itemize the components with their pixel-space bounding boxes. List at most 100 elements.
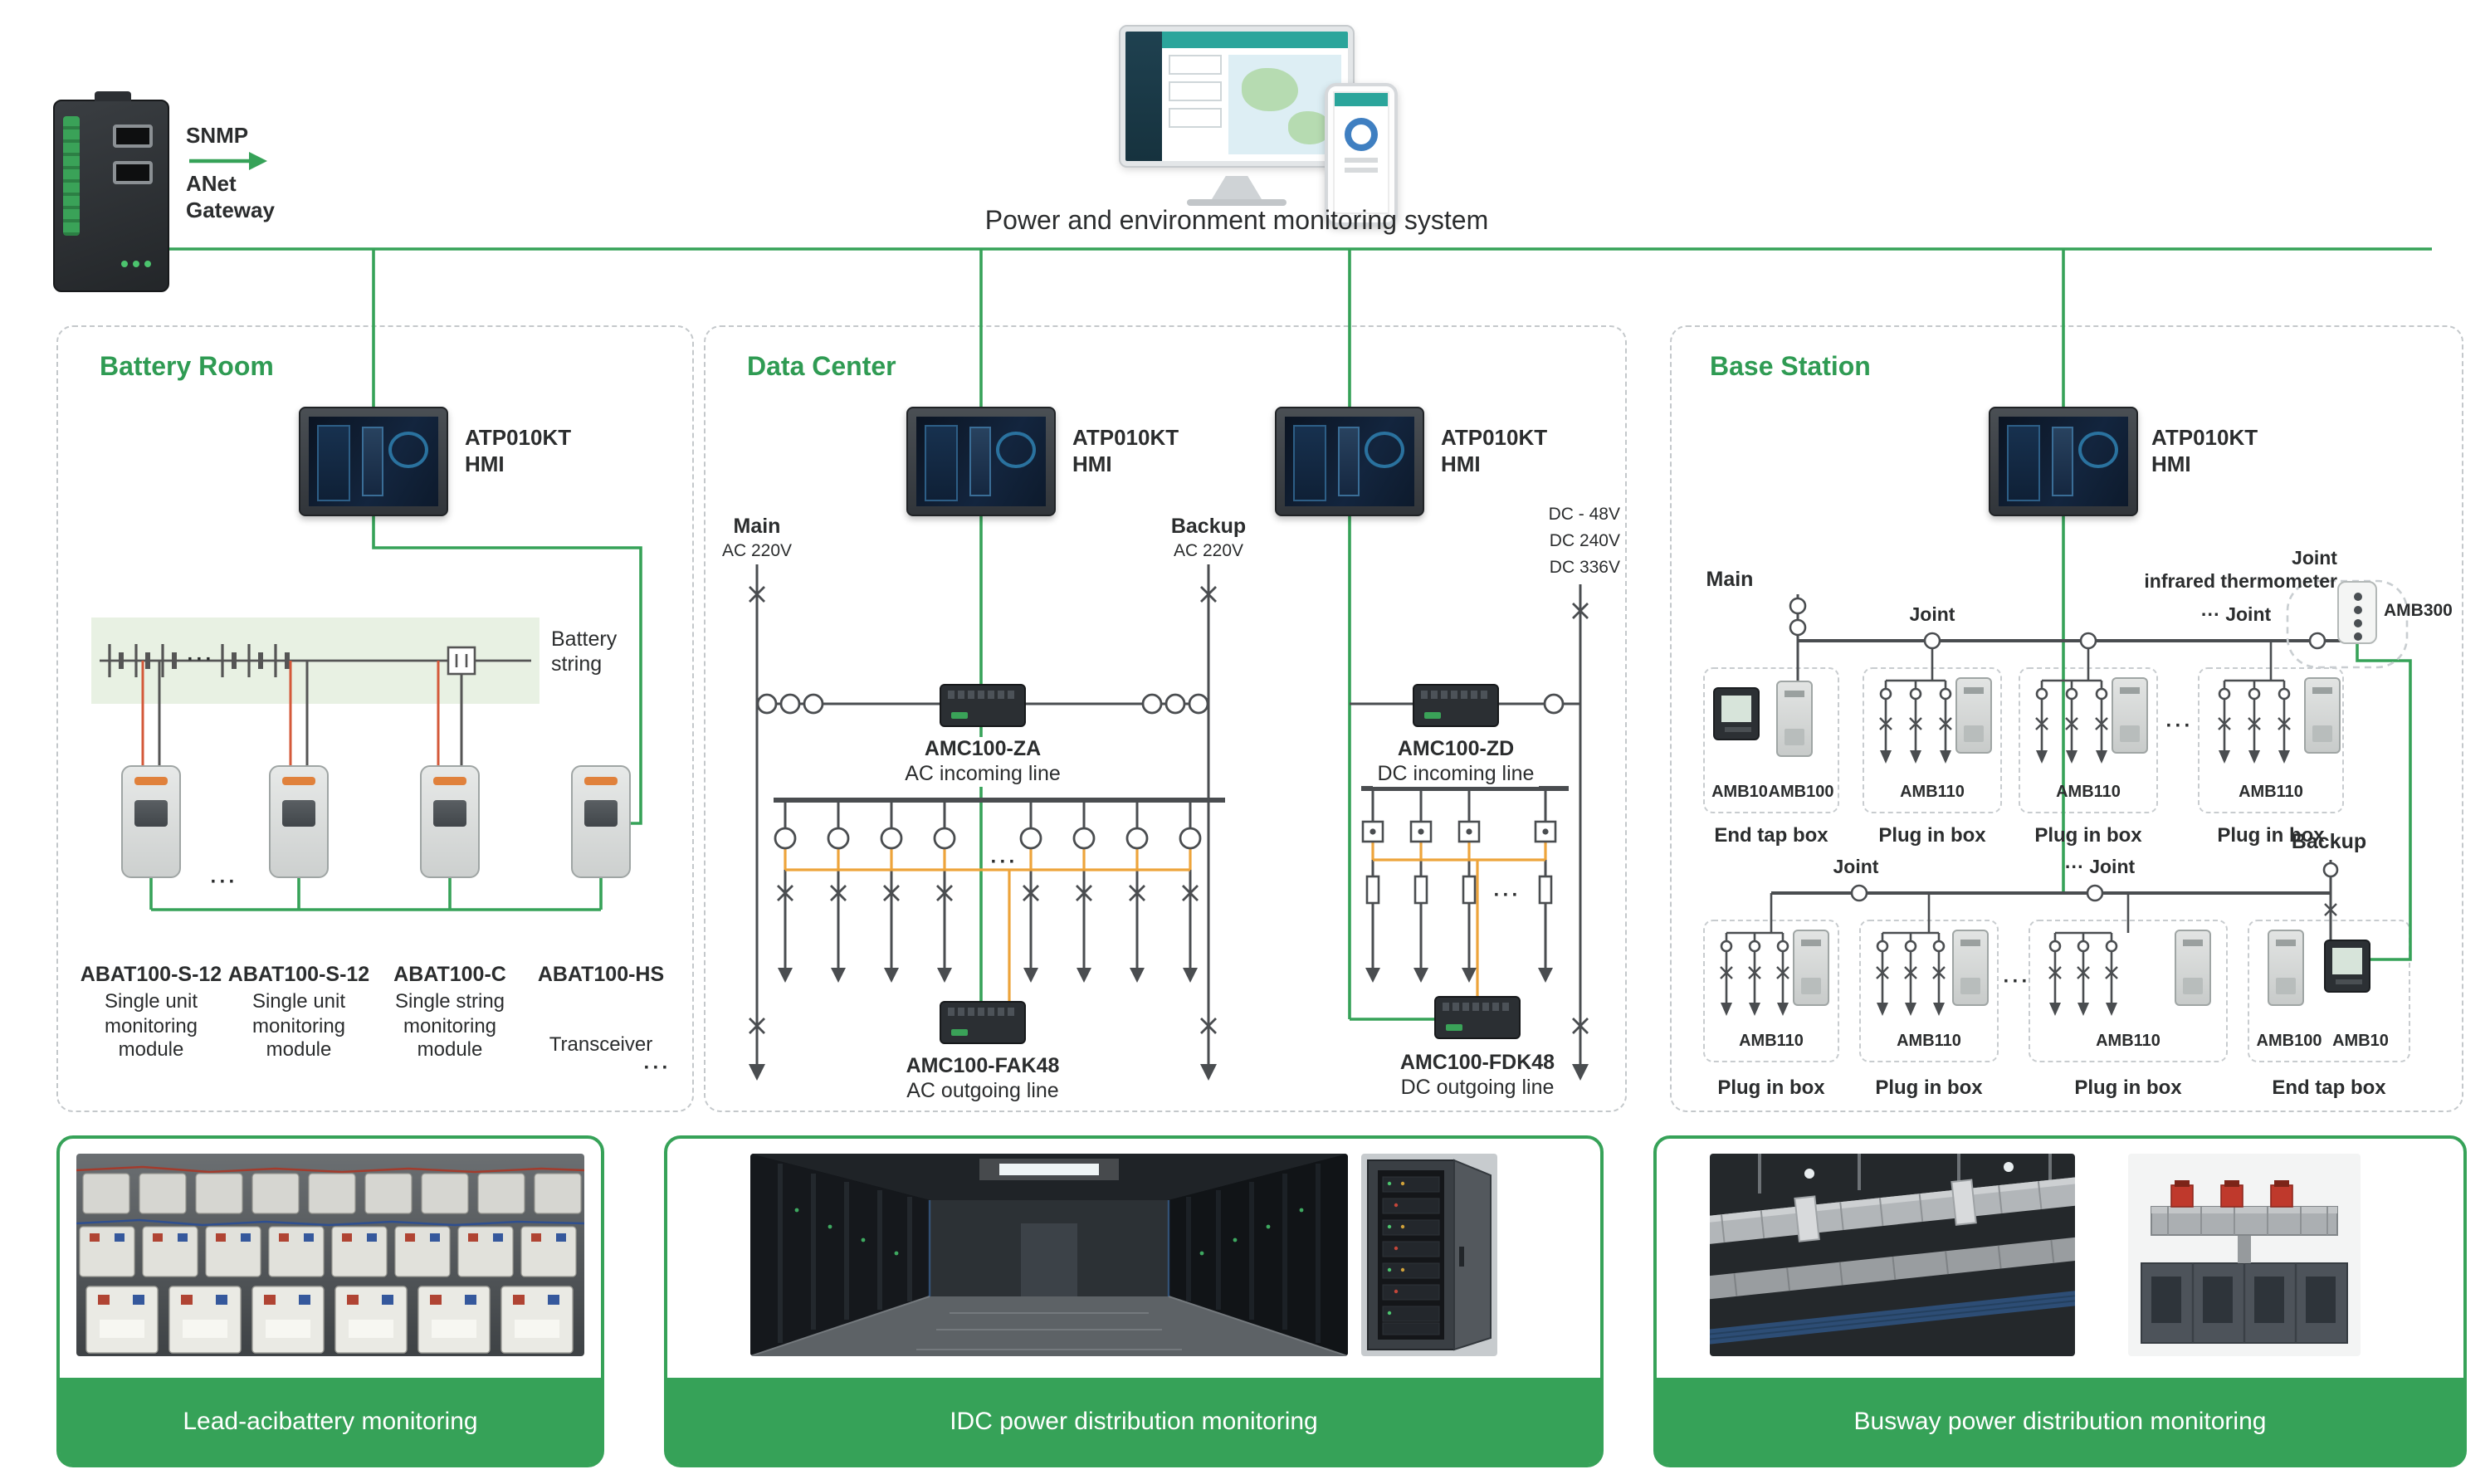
thermometer-label: Joint infrared thermometer [2144, 549, 2337, 593]
plugbox-r1-1-label: AMB110 [1900, 783, 1965, 802]
abat-module-3 [420, 765, 480, 878]
plugbox-r2-1-caption: Plug in box [1717, 1076, 1825, 1099]
amb10-meter [1713, 687, 1760, 740]
monitoring-pc-illustration [1119, 25, 1355, 206]
amb100-module [2268, 930, 2304, 1006]
amb110-module [1952, 930, 1989, 1006]
ethernet-port-icon [113, 161, 153, 184]
orange-signal-lines [784, 842, 1547, 1001]
amc-za-model: AMC100-ZA [900, 737, 1066, 763]
amc-fdk48-device [1434, 996, 1521, 1039]
plugbox-r2-2-label: AMB110 [1897, 1032, 1961, 1051]
breaker-symbols [749, 586, 1589, 1034]
dc-voltage-1: DC - 48V [1548, 505, 1620, 525]
abat-module-1 [121, 765, 181, 878]
amb300-label: AMB300 [2384, 601, 2453, 621]
hmi-device-battery [299, 407, 448, 516]
amb110-module [2175, 930, 2211, 1006]
anet-gateway-device [53, 91, 169, 292]
endtap1-amb10-label: AMB10 [1711, 783, 1768, 802]
joint-label-dots-1: ··· Joint [2200, 606, 2272, 626]
amc-fak48-device [940, 1001, 1026, 1044]
amc-zd-desc: DC incoming line [1373, 762, 1539, 788]
monitor-screen [1119, 25, 1355, 168]
module-3-desc: Single string monitoring module [394, 989, 505, 1062]
ellipsis: ··· [643, 1056, 671, 1079]
idc-aisle-photo [750, 1154, 1348, 1356]
amc-za-desc: AC incoming line [900, 762, 1066, 788]
plugbox-r2-2-caption: Plug in box [1875, 1076, 1983, 1099]
system-title: Power and environment monitoring system [984, 207, 1489, 236]
module-1-desc: Single unit monitoring module [104, 989, 198, 1062]
dc-voltage-3: DC 336V [1549, 558, 1620, 578]
amc-fak48-desc: AC outgoing line [906, 1079, 1059, 1102]
dc-hmi-label-2: ATP010KT HMI [1441, 425, 1548, 476]
green-network-lines [149, 159, 2432, 1021]
ellipsis: ··· [2165, 714, 2194, 737]
card-caption: Lead-acibattery monitoring [60, 1378, 601, 1464]
ellipsis: ··· [1493, 883, 1521, 906]
ellipsis: ··· [990, 850, 1018, 873]
hmi-device-bs [1989, 407, 2138, 516]
status-leds [121, 261, 151, 267]
idc-cabinet-photo [1361, 1154, 1497, 1356]
endtap1-caption: End tap box [1714, 823, 1828, 847]
module-3-model: ABAT100-C [393, 963, 506, 986]
backup-label: Backup [1170, 515, 1247, 538]
battery-room-wiring [100, 644, 531, 765]
joint-label-2: Joint [1833, 858, 1879, 878]
meter-symbols [756, 693, 1565, 850]
backup-voltage: AC 220V [1173, 541, 1244, 561]
abat-module-2 [269, 765, 329, 878]
monitoring-phone-illustration [1325, 83, 1398, 226]
battery-hmi-label: ATP010KT HMI [465, 425, 572, 476]
module-4-model: ABAT100-HS [537, 963, 665, 986]
flow-arrows [749, 750, 2290, 1081]
plugbox-r2-3-caption: Plug in box [2074, 1076, 2182, 1099]
amb300-thermometer [2337, 581, 2377, 644]
bs-backup-label: Backup [2291, 830, 2367, 853]
battery-room-photo [76, 1154, 584, 1356]
joint-label-1: Joint [1909, 606, 1955, 626]
card-caption: IDC power distribution monitoring [667, 1378, 1600, 1464]
base-station-title: Base Station [1710, 354, 1871, 382]
dc-sensor-symbols [1361, 820, 1557, 905]
busway-product-photo [2128, 1154, 2361, 1356]
busway-ceiling-photo [1710, 1154, 2075, 1356]
plugbox-r1-1-caption: Plug in box [1878, 823, 1986, 847]
amb10-meter [2324, 940, 2370, 993]
module-1-model: ABAT100-S-12 [80, 963, 222, 986]
ellipsis: ··· [2003, 969, 2031, 993]
dc-sensor-dots [1370, 828, 1549, 835]
ellipsis: ··· [187, 647, 215, 671]
plugbox-r2-3-label: AMB110 [2096, 1032, 2160, 1051]
battery-string-label: Battery string [551, 627, 618, 676]
amc-zd-device [1413, 684, 1499, 727]
main-label: Main [733, 515, 781, 538]
plugbox-r1-3-caption: Plug in box [2217, 823, 2325, 847]
joint-symbols [1720, 597, 2339, 953]
abat-module-4 [571, 765, 631, 878]
card-caption: Busway power distribution monitoring [1657, 1378, 2463, 1464]
endtap2-caption: End tap box [2272, 1076, 2386, 1099]
amb110-module [2304, 677, 2341, 754]
module-4-desc: Transceiver [549, 1032, 653, 1056]
amb110-module [1955, 677, 1992, 754]
plugbox-r1-2-label: AMB110 [2056, 783, 2121, 802]
terminal-strip [63, 116, 80, 236]
hmi-device-dc-1 [906, 407, 1056, 516]
joint-label-dots-2: ··· Joint [2064, 858, 2136, 878]
amc-fdk48-desc: DC outgoing line [1400, 1076, 1555, 1099]
plugbox-r1-3-label: AMB110 [2239, 783, 2303, 802]
dc-voltage-2: DC 240V [1549, 531, 1620, 551]
arrow-icon [249, 152, 267, 170]
endtap2-amb100-label: AMB100 [2256, 1032, 2322, 1051]
amb100-module [1776, 681, 1813, 757]
main-voltage: AC 220V [721, 541, 793, 561]
endtap2-amb10-label: AMB10 [2332, 1032, 2389, 1051]
end-tap-box-r1 [1703, 667, 1839, 813]
chart-ring-icon [1345, 118, 1378, 151]
end-tap-box-r2 [2248, 920, 2410, 1062]
battery-room-title: Battery Room [100, 354, 274, 382]
snmp-label: SNMP [186, 123, 249, 148]
